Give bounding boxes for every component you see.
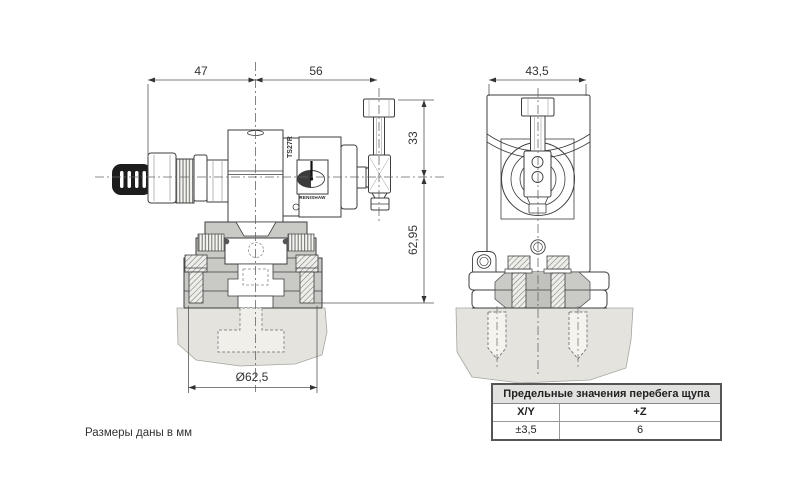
side-view: RENISHAW TS27R — [95, 62, 446, 393]
dimensions-front: 43,5 — [488, 64, 587, 96]
ground-section-front — [455, 306, 634, 384]
overtravel-table: Предельные значения перебега щупа X/Y +Z… — [491, 383, 722, 441]
brand-label: RENISHAW — [299, 195, 326, 200]
led-indicator-icon — [472, 251, 497, 273]
value-z: 6 — [636, 424, 644, 436]
mounting-pedestal-section — [183, 221, 323, 309]
dim-56-label: 56 — [309, 64, 323, 78]
dimensions-side: 47 56 33 62,95 Ø62,5 — [147, 64, 434, 393]
cable-assembly-icon — [112, 152, 230, 204]
side-stylus-assembly — [356, 98, 395, 211]
col-header-z: +Z — [633, 406, 647, 418]
dim-62-95-label: 62,95 — [406, 225, 420, 255]
ground-section-side — [176, 307, 328, 367]
overtravel-table-title: Предельные значения перебега щупа — [493, 385, 720, 404]
centerlines-side — [95, 62, 446, 392]
dim-33-label: 33 — [406, 131, 420, 145]
base-plates-front — [468, 255, 610, 331]
dim-43-5-label: 43,5 — [525, 64, 549, 78]
overtravel-table-value-row: ±3,5 6 — [493, 421, 720, 439]
dim-47-label: 47 — [194, 64, 208, 78]
front-view: 43,5 — [455, 64, 634, 384]
value-xy: ±3,5 — [493, 422, 560, 439]
front-stylus-assembly — [521, 97, 555, 214]
overtravel-table-header-row: X/Y +Z — [493, 404, 720, 421]
units-note: Размеры даны в мм — [85, 427, 193, 439]
col-header-xy: X/Y — [493, 404, 560, 421]
model-label: TS27R — [287, 136, 294, 158]
dim-base-diameter-label: Ø62,5 — [236, 370, 269, 384]
